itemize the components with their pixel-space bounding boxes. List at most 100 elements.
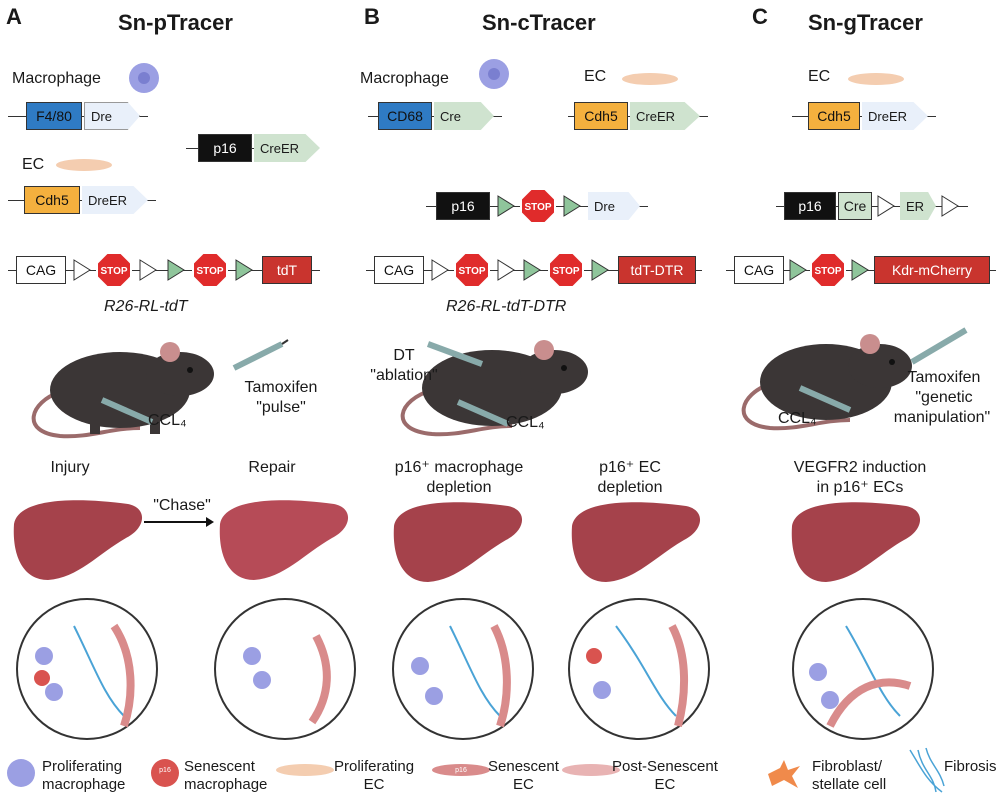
er-gene: ER (900, 192, 936, 220)
rox-site-icon (563, 195, 581, 217)
arrow-right-icon (144, 517, 214, 527)
loxp-site-icon (431, 259, 449, 281)
stop-sign-icon: STOP (454, 252, 490, 288)
kdr-mcherry-reporter: Kdr-mCherry (874, 256, 990, 284)
legend-fibrosis: Fibrosis (944, 758, 997, 775)
syringe-icon (232, 339, 289, 371)
panel-a-title: Sn-pTracer (118, 10, 233, 35)
manipulation-label: manipulation" (893, 409, 991, 426)
p16-gene: p16 (198, 134, 252, 162)
injury-label: Injury (50, 459, 90, 476)
rox-site-icon (497, 195, 515, 217)
pulse-label: "pulse" (256, 399, 306, 416)
panel-b-title: Sn-cTracer (482, 10, 596, 35)
liver-icon (393, 502, 523, 582)
loxp-site-icon (877, 195, 895, 217)
macrophage-label: Macrophage (12, 70, 101, 87)
ec-icon (622, 73, 678, 85)
liver-repair-icon (219, 500, 349, 580)
syringe-icon (910, 327, 968, 365)
cdh5-gene: Cdh5 (808, 102, 860, 130)
syringe-icon (456, 399, 510, 427)
liver-icon (791, 502, 921, 582)
svg-text:STOP: STOP (458, 266, 485, 277)
panel-c-title: Sn-gTracer (808, 10, 923, 35)
cag-promoter: CAG (734, 256, 784, 284)
liver-zoom-circle (16, 598, 158, 740)
rox-site-icon (523, 259, 541, 281)
mouse-icon (741, 334, 912, 431)
panel-a-letter: A (6, 4, 22, 29)
rox-site-icon (167, 259, 185, 281)
condition-1-line2: depletion (426, 479, 492, 496)
ccl4-label: CCL₄ (148, 412, 187, 429)
stop-sign-icon: STOP (96, 252, 132, 288)
stop-sign-icon: STOP (192, 252, 228, 288)
rox-site-icon (591, 259, 609, 281)
ec-label: EC (22, 156, 45, 173)
ec-icon (56, 159, 112, 171)
condition-2-line1: p16⁺ EC (599, 459, 661, 476)
senescent-macrophage-icon: p16 (151, 759, 179, 787)
panel-b-letter: B (364, 4, 380, 29)
loxp-site-icon (139, 259, 157, 281)
cag-promoter: CAG (374, 256, 424, 284)
rox-site-icon (789, 259, 807, 281)
svg-text:STOP: STOP (814, 266, 841, 277)
dt-label: DT (393, 347, 415, 364)
syringe-icon (426, 341, 484, 367)
genetic-label: "genetic (915, 389, 973, 406)
dre-gene: Dre (588, 192, 640, 220)
ec-label: EC (808, 68, 831, 85)
legend-fibroblast: Fibroblast/stellate cell (812, 758, 887, 793)
stop-sign-icon: STOP (548, 252, 584, 288)
loxp-site-icon (941, 195, 959, 217)
svg-text:p16: p16 (159, 767, 171, 774)
tamoxifen-label: Tamoxifen (907, 369, 981, 386)
post-senescent-ec-icon (562, 764, 620, 776)
stop-sign-icon: STOP (810, 252, 846, 288)
mouse-icon (31, 342, 214, 439)
svg-text:STOP: STOP (100, 266, 127, 277)
rox-site-icon (235, 259, 253, 281)
f480-gene: F4/80 (26, 102, 82, 130)
dreer-gene: DreER (862, 102, 928, 130)
syringe-icon (100, 397, 154, 425)
macrophage-icon (129, 63, 159, 93)
fibroblast-icon (768, 760, 800, 788)
liver-zoom-circle (214, 598, 356, 740)
ec-icon (848, 73, 904, 85)
proliferating-macrophage-icon (7, 759, 35, 787)
tamoxifen-label: Tamoxifen (244, 379, 318, 396)
condition-1-line1: p16⁺ macrophage (394, 459, 524, 476)
macrophage-icon (479, 59, 509, 89)
fibrosis-icon (909, 747, 945, 793)
cdh5-gene: Cdh5 (24, 186, 80, 214)
svg-text:p16: p16 (455, 767, 467, 774)
tdt-reporter: tdT (262, 256, 312, 284)
creer-gene: CreER (630, 102, 700, 130)
svg-text:STOP: STOP (552, 266, 579, 277)
svg-text:STOP: STOP (196, 266, 223, 277)
cre-gene: Cre (838, 192, 872, 220)
repair-label: Repair (248, 459, 296, 476)
dreer-gene: DreER (82, 186, 148, 214)
chase-label: "Chase" (153, 497, 211, 514)
ec-label: EC (584, 68, 607, 85)
allele-label: R26-RL-tdT (104, 298, 188, 315)
cag-promoter: CAG (16, 256, 66, 284)
p16-gene: p16 (784, 192, 836, 220)
proliferating-ec-icon (276, 764, 334, 776)
ablation-label: "ablation" (370, 367, 438, 384)
liver-zoom-circle (392, 598, 534, 740)
tdt-dtr-reporter: tdT-DTR (618, 256, 696, 284)
loxp-site-icon (497, 259, 515, 281)
cre-gene: Cre (434, 102, 494, 130)
allele-label: R26-RL-tdT-DTR (446, 298, 567, 315)
mouse-icon (400, 340, 588, 437)
